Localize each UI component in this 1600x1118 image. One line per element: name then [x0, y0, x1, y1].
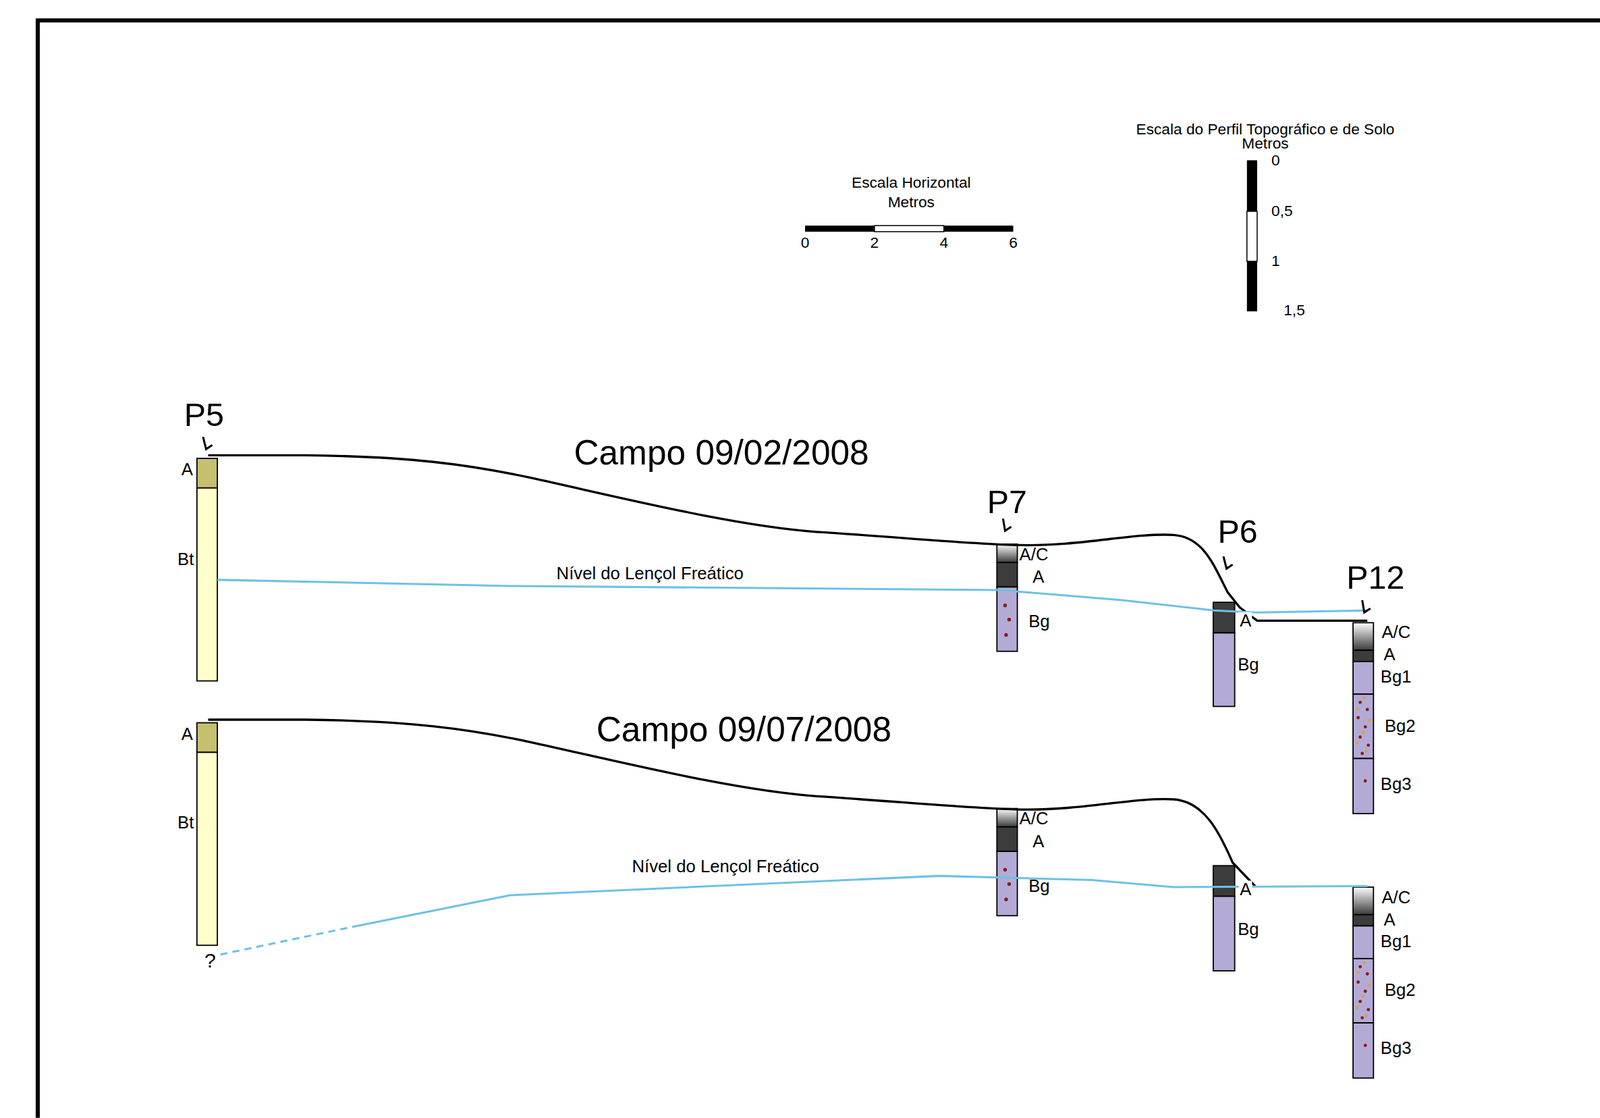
horizon-label: A [1383, 911, 1395, 930]
horizon-label: A/C [1381, 622, 1411, 642]
horizon-label: A [1383, 645, 1395, 665]
horizon-label: Bg1 [1380, 932, 1412, 952]
campaign-title: Campo 09/07/2008 [596, 710, 892, 750]
horizon-label: Bg3 [1380, 1039, 1412, 1059]
horizon-label: A/C [1381, 888, 1411, 908]
profile-name: P5 [184, 397, 225, 434]
horizon-label: Bg3 [1380, 775, 1412, 795]
horizon-label: A [1032, 568, 1044, 588]
scale-tick: 2 [870, 234, 880, 252]
scale-title: Escala Horizontal [851, 174, 971, 191]
scale-tick: 4 [939, 234, 949, 252]
campaign-title: Campo 09/02/2008 [573, 433, 869, 473]
scale-tick: 0,5 [1271, 203, 1293, 220]
horizon-label: Bg [1237, 919, 1259, 939]
horizon-label: Bt [177, 550, 194, 570]
scale-unit: Metros [888, 193, 935, 211]
horizon-label: Bg [1237, 655, 1259, 675]
profile-name: P6 [1218, 513, 1258, 550]
horizon-label: Bg1 [1380, 668, 1412, 687]
profile-name: P12 [1346, 559, 1405, 596]
horizon-label: Bg2 [1384, 981, 1416, 1001]
scale-tick: 1 [1271, 253, 1281, 270]
horizon-label: A [1238, 879, 1253, 899]
horizon-label: Bg [1028, 877, 1050, 897]
water-table-label: Nível do Lençol Freático [555, 564, 745, 584]
horizon-label: A/C [1019, 809, 1049, 829]
water-table-label: Nível do Lençol Freático [630, 857, 820, 877]
scale-tick: 6 [1008, 234, 1018, 252]
scale-tick: 0 [1271, 151, 1281, 169]
profile-name: P7 [987, 483, 1028, 520]
horizon-label: Bg [1028, 612, 1050, 632]
scale-unit: Metros [1241, 135, 1289, 153]
horizon-label: A/C [1019, 545, 1049, 565]
horizon-label: Bg2 [1384, 716, 1416, 736]
horizon-label: A [1032, 832, 1044, 851]
horizon-label: A [181, 725, 193, 745]
scale-tick: 1,5 [1283, 301, 1306, 319]
unknown-mark: ? [204, 948, 216, 972]
horizon-label: Bt [177, 813, 194, 833]
horizon-label: A [181, 460, 193, 480]
horizon-label: A [1238, 612, 1253, 631]
scale-tick: 0 [801, 234, 810, 252]
